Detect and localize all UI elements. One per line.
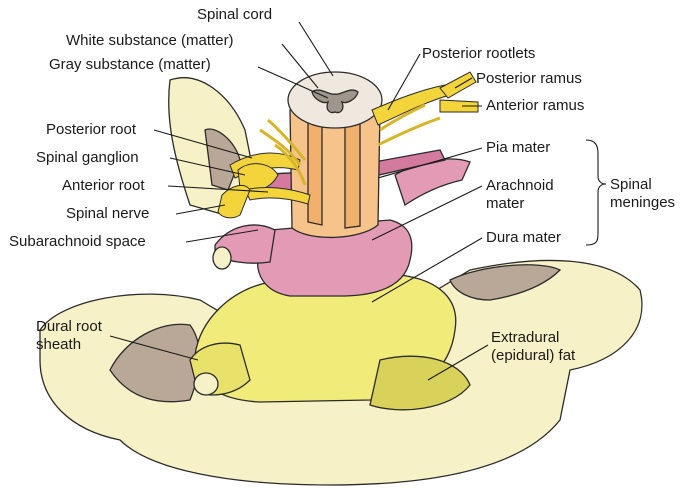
- leader-spinal-nerve: [175, 204, 226, 215]
- rootlets-left: [259, 118, 307, 186]
- leader-spinal-cord: [298, 21, 334, 77]
- label-gray-substance: Gray substance (matter): [49, 56, 211, 73]
- dura-mater: [189, 274, 471, 411]
- label-posterior-root: Posterior root: [46, 121, 137, 138]
- label-posterior-rootlets: Posterior rootlets: [422, 45, 536, 62]
- leader-anterior-root: [167, 185, 269, 193]
- bone-marrow-back: [204, 128, 241, 191]
- cord-column-shade-1: [307, 119, 323, 226]
- label-pia-mater: Pia mater: [486, 139, 551, 156]
- leader-arachnoid-mater: [371, 185, 483, 241]
- spinal-nerve-shape: [217, 184, 251, 219]
- leader-gray-substance: [257, 66, 329, 99]
- label-dura-mater: Dura mater: [486, 229, 562, 246]
- leader-dural-root-sheath: [109, 335, 199, 361]
- label-spinal-meninges: Spinal meninges: [610, 176, 676, 211]
- anterior-ramus-shape: [439, 99, 479, 113]
- label-white-substance: White substance (matter): [66, 32, 234, 49]
- dural-root-opening: [193, 372, 219, 396]
- posterior-ramus-shape: [439, 71, 477, 99]
- label-dural-root-sheath: Dural root sheath: [36, 318, 102, 353]
- arachnoid-root-opening: [212, 246, 232, 270]
- label-spinal-ganglion: Spinal ganglion: [36, 149, 139, 166]
- leader-pia-mater: [377, 147, 483, 179]
- label-spinal-cord: Spinal cord: [197, 6, 273, 23]
- label-extradural-fat: Extradural (epidural) fat: [491, 329, 576, 364]
- label-arachnoid-mater: Arachnoid mater: [486, 177, 554, 212]
- leader-posterior-root: [153, 129, 253, 159]
- rootlets-right: [377, 103, 441, 147]
- leader-extradural-fat: [427, 344, 489, 381]
- bone-marrow-right: [449, 264, 562, 301]
- leader-white-substance: [281, 43, 319, 89]
- leader-posterior-rootlets: [387, 53, 421, 111]
- cord-column-shade-2: [344, 117, 361, 229]
- label-anterior-root: Anterior root: [62, 177, 145, 194]
- label-spinal-nerve: Spinal nerve: [66, 205, 150, 222]
- label-subarachnoid-space: Subarachnoid space: [9, 233, 146, 250]
- label-anterior-ramus: Anterior ramus: [486, 97, 585, 114]
- label-posterior-ramus: Posterior ramus: [476, 70, 582, 87]
- nerves: [217, 71, 479, 219]
- leader-spinal-ganglion: [169, 157, 246, 176]
- meninges-bracket: [585, 139, 607, 246]
- leader-posterior-ramus: [454, 77, 473, 89]
- leader-dura-mater: [371, 237, 483, 303]
- spinal-cord: [287, 71, 383, 239]
- leader-lines: [109, 21, 607, 381]
- leader-subarachnoid-space: [185, 229, 259, 243]
